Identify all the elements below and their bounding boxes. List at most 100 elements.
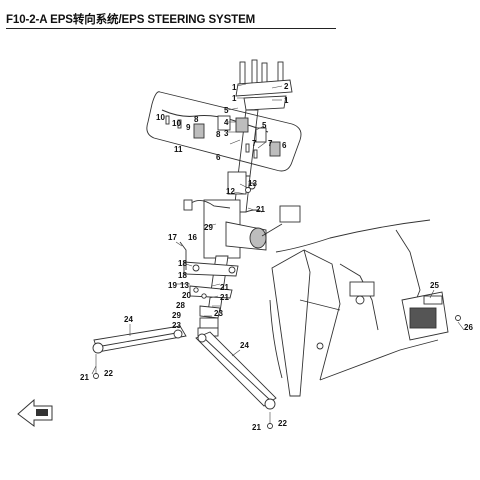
tie-rod-end-right bbox=[264, 398, 276, 410]
callout-24b: 24 bbox=[240, 341, 249, 350]
callout-8b: 8 bbox=[194, 115, 199, 124]
joint-bolt bbox=[248, 182, 256, 190]
ecu-bolt-26 bbox=[455, 315, 461, 321]
callout-6b: 6 bbox=[282, 141, 287, 150]
frame-cross bbox=[299, 299, 341, 311]
frame-mid bbox=[339, 263, 379, 331]
pin-10b bbox=[177, 119, 182, 129]
callout-21b: 21 bbox=[220, 293, 229, 302]
top-bolt-left bbox=[239, 61, 246, 87]
tie-rod-left bbox=[101, 331, 183, 347]
callout-23: 23 bbox=[172, 321, 181, 330]
callout-19: 21 bbox=[256, 205, 265, 214]
tie-rod-right bbox=[203, 337, 271, 401]
exploded-panel-outline bbox=[146, 91, 302, 172]
universal-joint bbox=[227, 171, 247, 195]
bolt-13 bbox=[245, 187, 251, 193]
ecu-module bbox=[401, 291, 461, 341]
callout-7: 7 bbox=[252, 139, 257, 148]
page-header: F10-2-A EPS转向系统/EPS STEERING SYSTEM bbox=[6, 10, 336, 29]
cable bbox=[161, 109, 269, 133]
page-title: F10-2-A EPS转向系统/EPS STEERING SYSTEM bbox=[6, 14, 256, 26]
pinion-seal bbox=[199, 317, 219, 329]
bolt-21a bbox=[193, 287, 199, 293]
connector-end bbox=[269, 141, 281, 157]
callout-6: 6 bbox=[216, 153, 221, 162]
leader-lines bbox=[91, 83, 465, 424]
callout-1c: 1 bbox=[284, 96, 289, 105]
callout-4: 4 bbox=[224, 118, 229, 127]
pin-7b bbox=[253, 149, 258, 159]
harness-wire bbox=[261, 223, 283, 237]
callout-10b: 10 bbox=[172, 119, 181, 128]
callout-9: 9 bbox=[186, 123, 191, 132]
pin-10 bbox=[165, 115, 170, 125]
connector-left bbox=[193, 123, 205, 139]
vehicle-frame bbox=[269, 219, 439, 397]
callout-5: 5 bbox=[224, 106, 229, 115]
callout-28: 28 bbox=[176, 301, 185, 310]
callout-29: 29 bbox=[172, 311, 181, 320]
callout-18: 18 bbox=[178, 259, 187, 268]
frame-left-post bbox=[271, 249, 311, 397]
bolt-17 bbox=[179, 241, 187, 270]
pin-7a bbox=[245, 143, 250, 153]
harness-plug bbox=[279, 205, 301, 223]
callout-20: 20 bbox=[182, 291, 191, 300]
callout-22: 22 bbox=[104, 369, 113, 378]
callout-7b: 7 bbox=[268, 139, 273, 148]
callout-3: 3 bbox=[224, 129, 229, 138]
callout-17: 17 bbox=[168, 233, 177, 242]
nut-22-right bbox=[267, 423, 273, 429]
callout-8: 8 bbox=[216, 130, 221, 139]
frame-hole bbox=[355, 295, 365, 305]
frame-bracket bbox=[349, 281, 375, 297]
callout-27: 29 bbox=[204, 223, 213, 232]
callout-13b: 13 bbox=[180, 281, 189, 290]
frame-curve-left bbox=[269, 299, 283, 379]
motor-connector bbox=[183, 199, 193, 211]
ecu-top bbox=[423, 295, 443, 305]
callout-21d: 21 bbox=[252, 423, 261, 432]
frame-bottom-rail bbox=[319, 339, 439, 381]
callout-23b: 23 bbox=[214, 309, 223, 318]
nut-22-left bbox=[93, 373, 99, 379]
connector-far bbox=[255, 127, 267, 143]
steering-column-upper bbox=[227, 59, 293, 213]
connector-right bbox=[235, 117, 249, 133]
callout-13: 13 bbox=[248, 179, 257, 188]
callout-1: 1 bbox=[232, 83, 237, 92]
tie-rod-inner-right bbox=[197, 333, 207, 343]
connector-mid bbox=[217, 115, 231, 131]
callout-10: 10 bbox=[156, 113, 165, 122]
callout-24: 24 bbox=[124, 315, 133, 324]
callout-26: 26 bbox=[464, 323, 473, 332]
callout-12: 12 bbox=[226, 187, 235, 196]
callout-11: 11 bbox=[174, 145, 183, 154]
motor-end-cap bbox=[249, 227, 267, 249]
ecu-core bbox=[409, 307, 437, 329]
callout-18b: 18 bbox=[178, 271, 187, 280]
top-bolt-mid bbox=[251, 59, 258, 85]
tie-rods bbox=[92, 325, 277, 410]
front-arrow-icon bbox=[17, 398, 53, 427]
upper-bracket bbox=[243, 95, 287, 111]
tie-rod-inner-left bbox=[173, 329, 183, 339]
exploded-panel bbox=[146, 91, 302, 172]
frame-top-rail bbox=[275, 219, 431, 253]
callout-22b: 22 bbox=[278, 419, 287, 428]
frame-hole-2 bbox=[316, 342, 324, 350]
fasteners bbox=[93, 187, 273, 429]
lower-column bbox=[179, 241, 239, 337]
callout-16: 16 bbox=[188, 233, 197, 242]
callout-25: 25 bbox=[430, 281, 439, 290]
callout-labels: 1 1 2 1 5 4 3 8 10 10 9 8 5 7 7 6 11 6 1… bbox=[80, 82, 473, 432]
callout-19b: 19 bbox=[168, 281, 177, 290]
top-bracket bbox=[235, 79, 293, 97]
bracket-bolt-left bbox=[192, 264, 200, 272]
eps-motor-unit bbox=[183, 199, 301, 259]
callout-2: 2 bbox=[284, 82, 289, 91]
tie-rod-end-left bbox=[92, 342, 104, 354]
callout-21: 21 bbox=[220, 283, 229, 292]
